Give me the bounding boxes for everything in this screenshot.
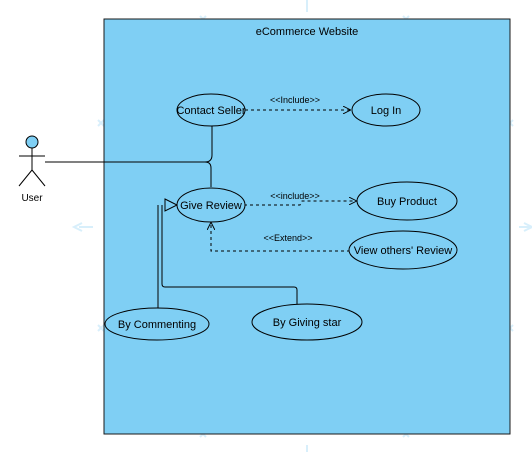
use-case-label: By Giving star [273,317,342,329]
extend-label: <<Extend>> [263,233,312,243]
actor-head [25,135,39,149]
actor-label: User [21,193,43,204]
use-case-buy-product[interactable]: Buy Product [356,181,458,221]
include-label-buy: <<include>> [270,191,320,201]
use-case-label: View others' Review [354,245,453,257]
use-case-view-reviews[interactable]: View others' Review [348,230,458,270]
generalization-line [157,205,298,310]
association-line [45,126,213,187]
actor-user[interactable] [18,135,46,187]
use-case-label: Contact Seller [176,105,245,117]
generalization-arrowhead [164,198,179,212]
use-case-log-in[interactable]: Log In [351,93,421,127]
system-title: eCommerce Website [256,26,359,38]
include-label-login: <<Include>> [270,95,320,105]
use-case-by-giving-star[interactable]: By Giving star [251,303,363,341]
use-case-give-review[interactable]: Give Review [176,187,246,223]
system-boundary[interactable] [103,18,511,435]
use-case-contact-seller[interactable]: Contact Seller [176,93,246,127]
use-case-label: By Commenting [118,319,196,331]
extend-arrow [211,223,350,252]
use-case-label: Buy Product [377,196,437,208]
use-case-label: Log In [371,105,402,117]
use-case-label: Give Review [180,200,242,212]
use-case-by-commenting[interactable]: By Commenting [104,307,210,341]
